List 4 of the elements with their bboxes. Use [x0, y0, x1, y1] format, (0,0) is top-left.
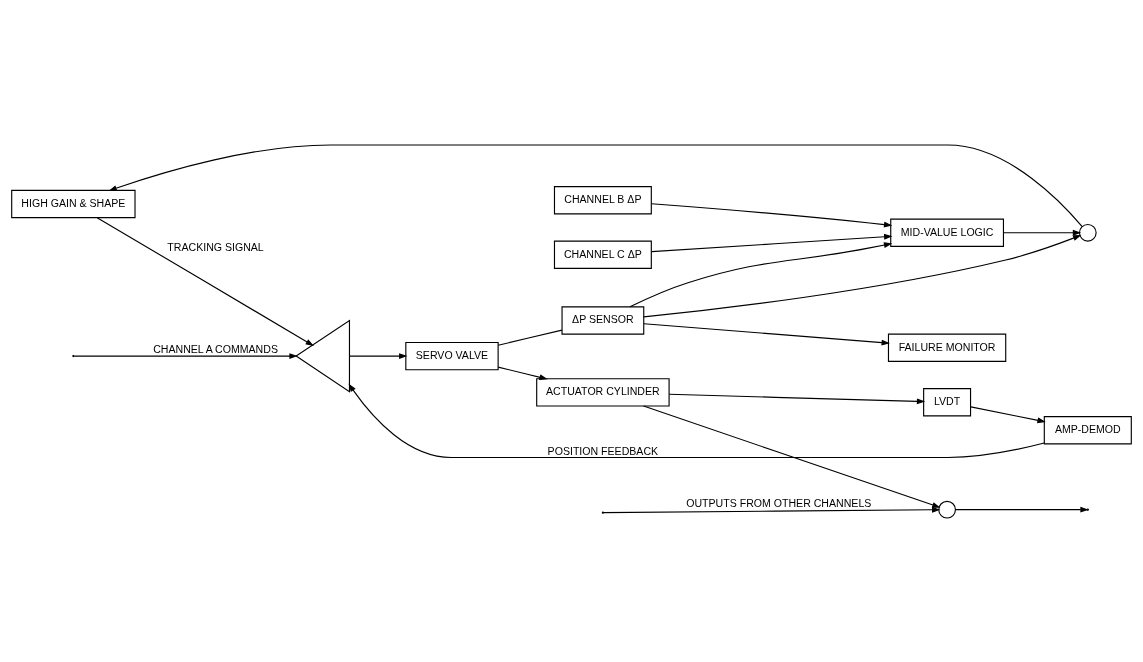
edge-label: OUTPUTS FROM OTHER CHANNELS [686, 496, 872, 509]
edge-label: POSITION FEEDBACK [547, 444, 659, 457]
edge-label: TRACKING SIGNAL [167, 240, 264, 253]
edge-label: CHANNEL A COMMANDS [153, 342, 278, 355]
